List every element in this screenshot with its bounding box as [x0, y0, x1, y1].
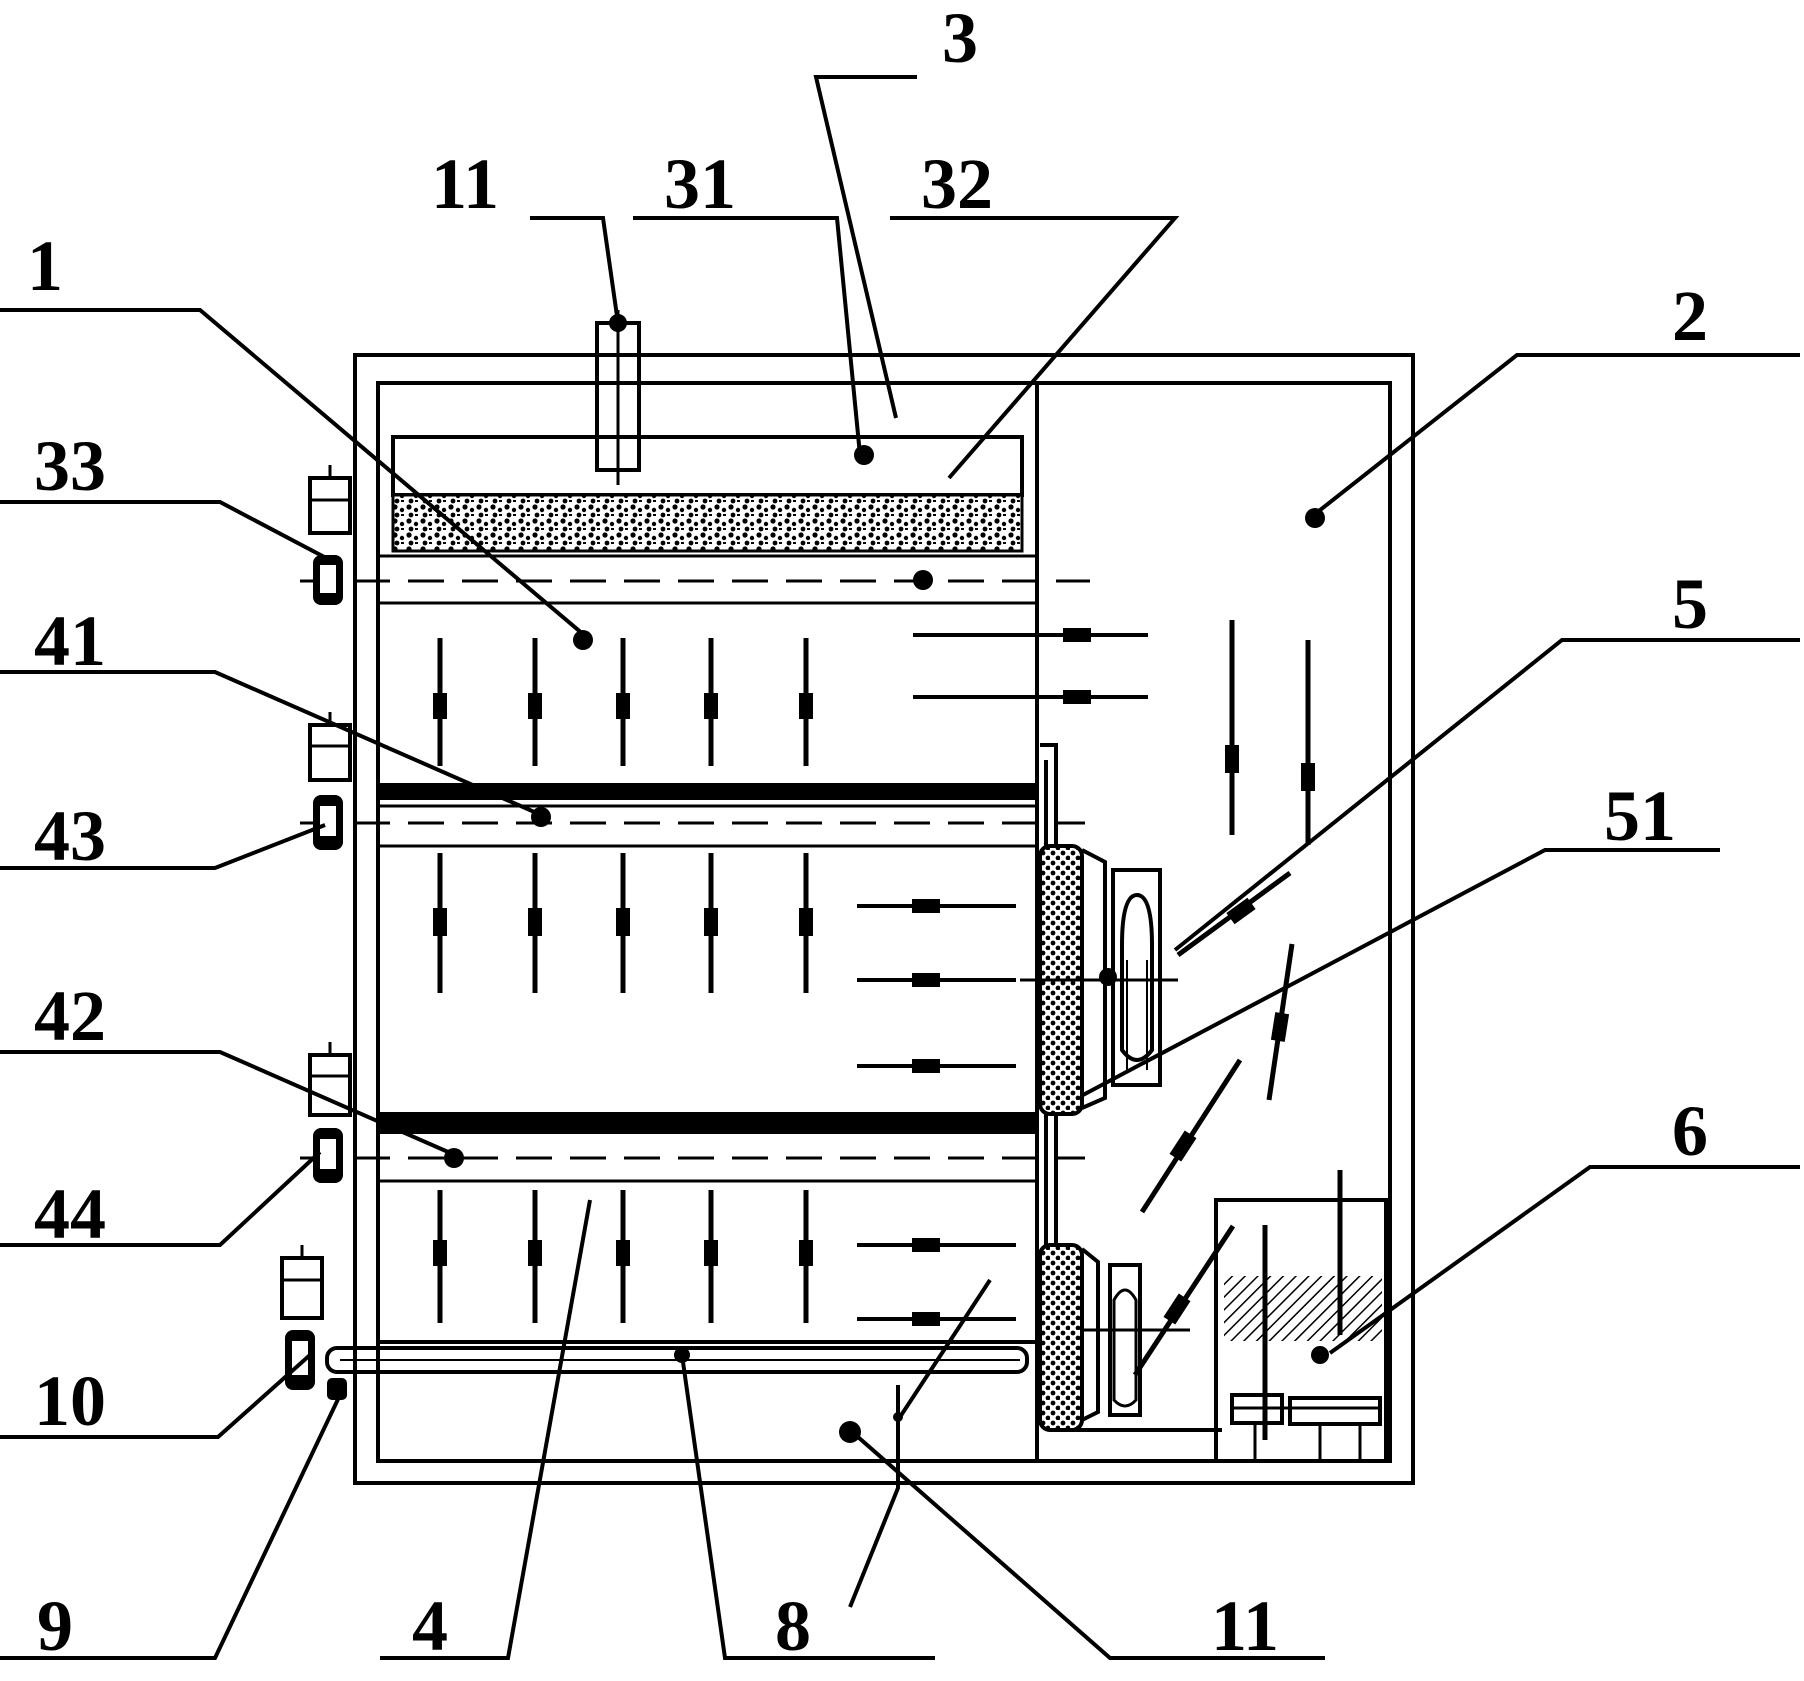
- label-11-bottom: 11: [1211, 1586, 1279, 1666]
- label-6: 6: [1672, 1091, 1708, 1171]
- rod-array-middle: [433, 853, 1016, 1073]
- top-inlet-pipe: [595, 310, 641, 485]
- label-8: 8: [775, 1586, 811, 1666]
- valve-10[interactable]: [280, 1245, 324, 1390]
- label-44: 44: [34, 1174, 106, 1254]
- label-33: 33: [34, 426, 106, 506]
- bottom-channel: [325, 1340, 1037, 1374]
- label-5: 5: [1672, 564, 1708, 644]
- label-10: 10: [34, 1361, 106, 1441]
- label-41: 41: [34, 601, 106, 681]
- shelf-42: [300, 1112, 1085, 1183]
- label-11-top: 11: [431, 144, 499, 224]
- label-9: 9: [37, 1586, 73, 1666]
- valve-33[interactable]: [308, 465, 352, 605]
- rod-array-lower: [433, 1190, 1016, 1326]
- label-43: 43: [34, 796, 106, 876]
- label-51: 51: [1604, 776, 1676, 856]
- label-2: 2: [1672, 276, 1708, 356]
- shelf-41: [300, 783, 1085, 848]
- label-1: 1: [27, 226, 63, 306]
- tank-6: [1214, 1170, 1388, 1463]
- reference-numerals: 3 11 31 32 1 2 33 41 5 43 51 42 6 44 10 …: [27, 0, 1708, 1666]
- label-3: 3: [942, 0, 978, 78]
- filter-column: [1020, 743, 1222, 1432]
- rod-array-upper: [433, 628, 1148, 766]
- leader-dots: [444, 314, 1329, 1443]
- valve-44[interactable]: [308, 1042, 352, 1183]
- label-31: 31: [664, 144, 736, 224]
- top-tray: [300, 435, 1090, 605]
- label-4: 4: [412, 1586, 448, 1666]
- label-32: 32: [921, 144, 993, 224]
- leader-lines: [0, 75, 1800, 1660]
- label-42: 42: [34, 976, 106, 1056]
- valve-9[interactable]: [327, 1378, 347, 1400]
